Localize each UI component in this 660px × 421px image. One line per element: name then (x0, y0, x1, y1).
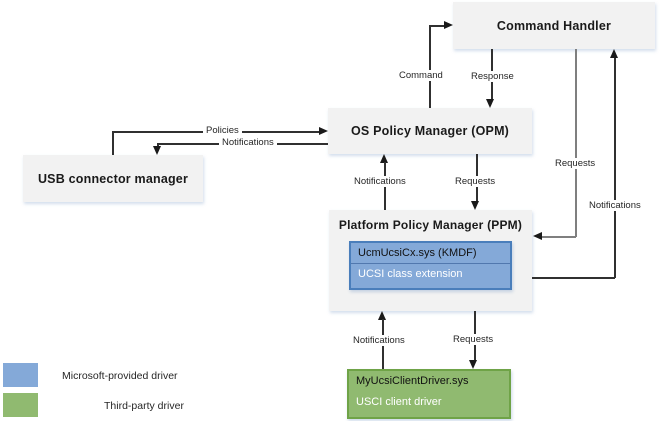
notifications-opm-usb-edge-vertical (157, 143, 159, 147)
policies-edge-vertical (112, 131, 114, 155)
node-command-handler: Command Handler (453, 2, 655, 49)
legend-label-microsoft-provided: Microsoft-provided driver (62, 370, 178, 382)
edge-label-notifications-opm-usb: Notifications (219, 137, 277, 148)
edge-label-command: Command (396, 70, 446, 81)
edge-label-response: Response (468, 71, 517, 82)
command-edge-horizontal (429, 25, 445, 27)
notifications-ppm-ch-edge-vertical (614, 57, 616, 278)
notifications-client-ppm-arrowhead-icon (378, 311, 386, 320)
command-edge-vertical (429, 25, 431, 108)
ucsi-client-driver-subtitle: USCI client driver (356, 396, 442, 408)
ucsi-class-extension-subtitle: UCSI class extension (358, 268, 463, 280)
legend-label-third-party: Third-party driver (104, 400, 184, 412)
notifications-opm-usb-arrowhead-icon (153, 146, 161, 155)
requests-ch-ppm-edge-vertical (575, 49, 577, 237)
edge-label-requests-ch-ppm: Requests (552, 158, 599, 169)
node-usb-connector-manager: USB connector manager (23, 155, 203, 202)
requests-ch-ppm-edge-horizontal (542, 236, 576, 238)
edge-label-notifications-ppm-ch: Notifications (586, 200, 644, 211)
edge-label-policies: Policies (203, 125, 242, 136)
edge-label-requests-opm-ppm: Requests (452, 176, 499, 187)
legend-swatch-third-party (3, 393, 38, 417)
notifications-ppm-ch-arrowhead-icon (610, 49, 618, 58)
notifications-ppm-ch-edge-horizontal (532, 277, 615, 279)
ucsi-class-extension-driver-name: UcmUcsiCx.sys (KMDF) (351, 243, 510, 264)
policies-arrowhead-icon (319, 127, 328, 135)
edge-label-notifications-ppm-opm: Notifications (351, 176, 409, 187)
ucsi-client-driver-name: MyUcsiClientDriver.sys (356, 375, 469, 387)
edge-label-requests-ppm-client: Requests (450, 334, 497, 345)
edge-label-notifications-client-ppm: Notifications (350, 335, 408, 346)
requests-opm-ppm-arrowhead-icon (471, 201, 479, 210)
command-arrowhead-icon (444, 21, 453, 29)
node-ucsi-class-extension: UcmUcsiCx.sys (KMDF) UCSI class extensio… (349, 241, 512, 290)
node-ucsi-client-driver: MyUcsiClientDriver.sys USCI client drive… (347, 369, 511, 419)
legend-swatch-microsoft-provided (3, 363, 38, 387)
node-os-policy-manager: OS Policy Manager (OPM) (328, 108, 532, 154)
notifications-ppm-opm-arrowhead-icon (380, 154, 388, 163)
response-arrowhead-icon (486, 99, 494, 108)
requests-ch-ppm-arrowhead-icon (533, 232, 542, 240)
requests-ppm-client-arrowhead-icon (469, 360, 477, 369)
